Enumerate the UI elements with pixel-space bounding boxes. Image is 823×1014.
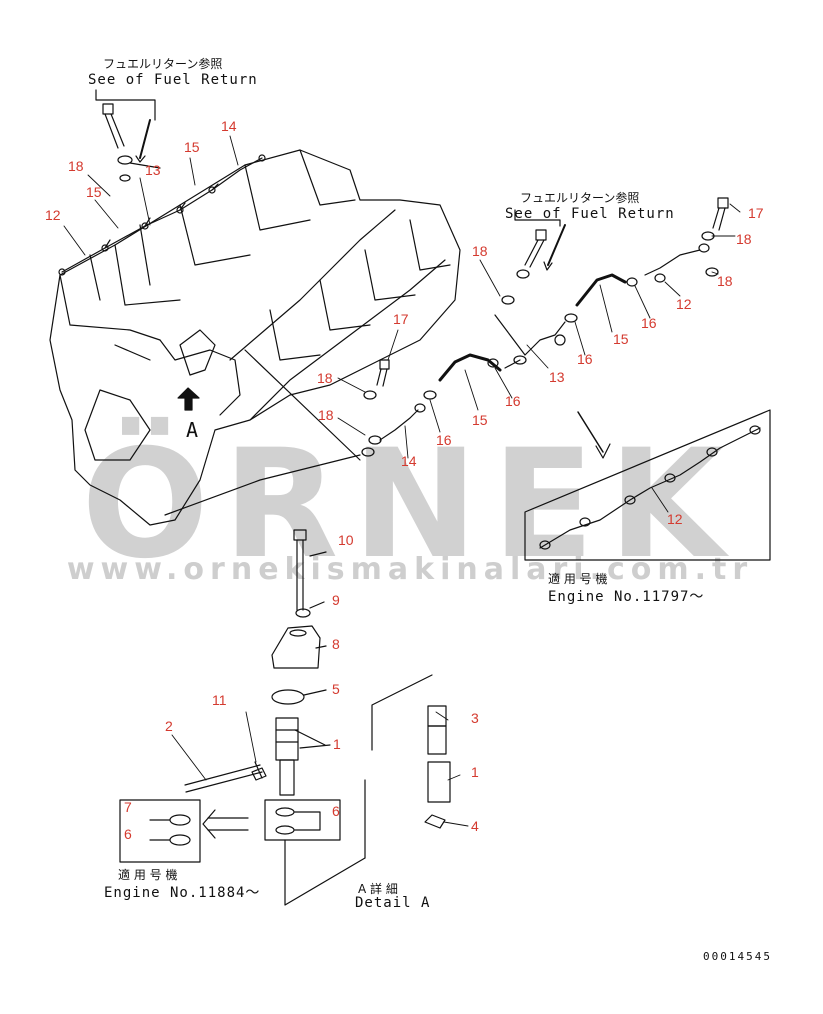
note-fuel-return-left-en: See of Fuel Return [88, 72, 258, 88]
callout-9: 9 [332, 592, 340, 608]
callout-12: 12 [667, 511, 683, 527]
watermark-site: www.ornekismakinalari.com.tr [66, 552, 754, 587]
view-arrow-a [177, 387, 200, 411]
note-detail-jp: A 詳 細 [358, 882, 398, 896]
note-engine-right-jp: 適 用 号 機 [548, 572, 608, 586]
callout-6: 6 [124, 826, 132, 842]
note-engine-right-en: Engine No.11797〜 [548, 589, 705, 605]
engine-block-outline [49, 149, 461, 526]
callout-15: 15 [472, 412, 488, 428]
callout-18: 18 [317, 370, 333, 386]
callout-12: 12 [45, 207, 61, 223]
top-left-bolt [95, 89, 161, 182]
leader-lines [63, 135, 741, 827]
callout-16: 16 [641, 315, 657, 331]
top-pipes [58, 154, 266, 276]
callout-10: 10 [338, 532, 354, 548]
callout-2: 2 [165, 718, 173, 734]
note-engine-left-jp: 適 用 号 機 [118, 868, 178, 882]
callout-1: 1 [471, 764, 479, 780]
note-engine-left-en: Engine No.11884〜 [104, 885, 261, 901]
callout-11: 11 [212, 692, 227, 708]
note-fuel-return-left-jp: フュエルリターン参照 [103, 57, 223, 71]
lower-parts [119, 529, 451, 906]
callout-5: 5 [332, 681, 340, 697]
callout-16: 16 [505, 393, 521, 409]
callout-1: 1 [333, 736, 341, 752]
right-pipes [361, 197, 729, 457]
callout-6: 6 [332, 803, 340, 819]
callout-7: 7 [124, 799, 132, 815]
callout-18: 18 [318, 407, 334, 423]
callout-18: 18 [68, 158, 84, 174]
callout-15: 15 [184, 139, 200, 155]
callout-12: 12 [676, 296, 692, 312]
callout-13: 13 [145, 162, 161, 178]
callout-8: 8 [332, 636, 340, 652]
callout-14: 14 [221, 118, 237, 134]
callout-14: 14 [401, 453, 417, 469]
callout-15: 15 [86, 184, 102, 200]
watermark-brand: ÖRNEK [81, 418, 739, 592]
callout-16: 16 [436, 432, 452, 448]
callout-16: 16 [577, 351, 593, 367]
inset-engine-11797 [524, 409, 771, 561]
callout-15: 15 [613, 331, 629, 347]
note-detail-en: Detail A [355, 895, 431, 911]
callout-17: 17 [393, 311, 409, 327]
callout-4: 4 [471, 818, 479, 834]
callout-3: 3 [471, 710, 479, 726]
note-fuel-return-right-en: See of Fuel Return [505, 206, 675, 222]
doc-number: 00014545 [703, 950, 772, 963]
view-letter: A [186, 418, 200, 442]
callout-18: 18 [717, 273, 733, 289]
callout-13: 13 [549, 369, 565, 385]
callout-18: 18 [472, 243, 488, 259]
note-fuel-return-right-jp: フュエルリターン参照 [520, 191, 640, 205]
callout-17: 17 [748, 205, 764, 221]
callout-18: 18 [736, 231, 752, 247]
